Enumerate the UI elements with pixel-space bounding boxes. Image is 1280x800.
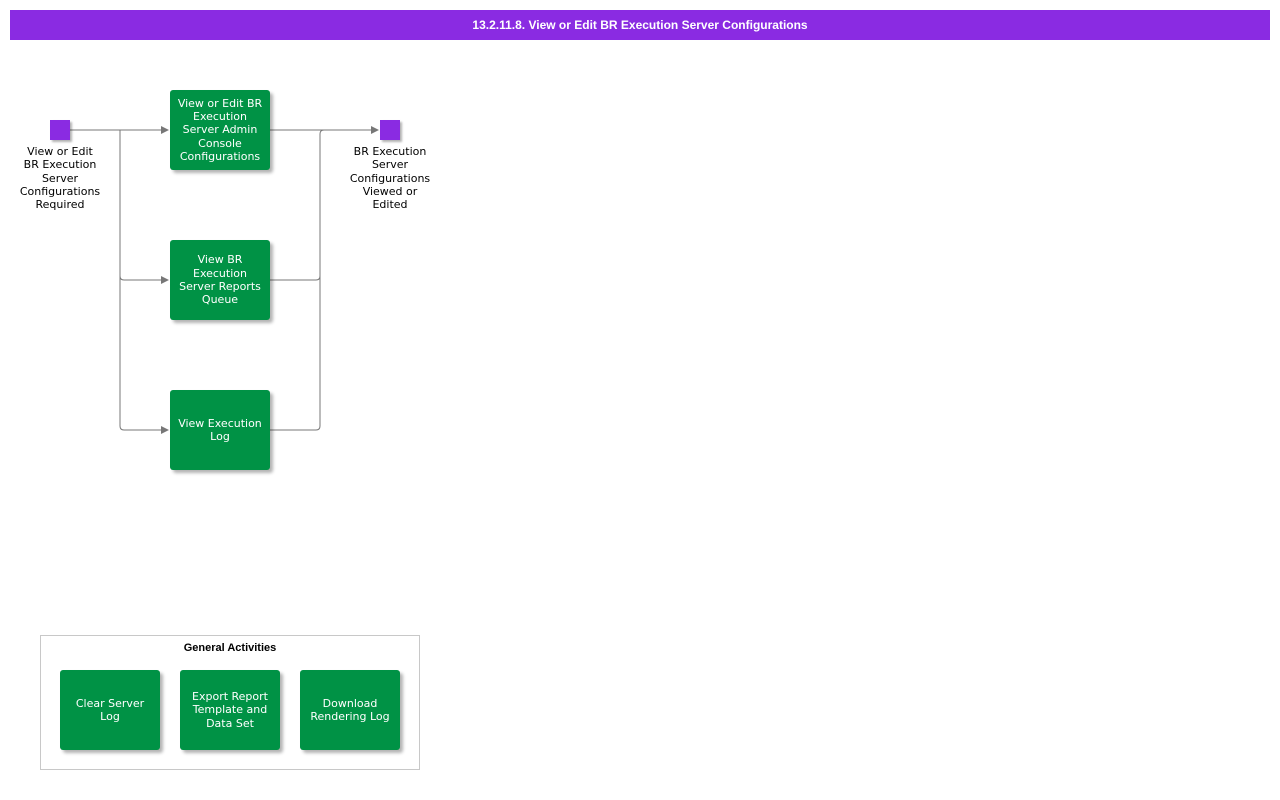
task-clear-server-log[interactable]: Clear Server Log: [60, 670, 160, 750]
task-label: View BR Execution Server Reports Queue: [179, 253, 261, 307]
task-label: Export Report Template and Data Set: [192, 690, 268, 730]
end-event-label: BR Execution Server Configurations Viewe…: [349, 145, 431, 212]
task-view-edit-admin-console[interactable]: View or Edit BR Execution Server Admin C…: [170, 90, 270, 170]
general-activities-panel: General Activities: [40, 635, 420, 770]
task-export-report-template[interactable]: Export Report Template and Data Set: [180, 670, 280, 750]
task-label: Download Rendering Log: [310, 696, 390, 723]
connector-reports-queue-to-end: [270, 129, 325, 281]
diagram-title: 13.2.11.8. View or Edit BR Execution Ser…: [10, 10, 1270, 40]
task-label: View Execution Log: [178, 416, 262, 443]
start-event-label: View or Edit BR Execution Server Configu…: [19, 145, 101, 212]
task-view-reports-queue[interactable]: View BR Execution Server Reports Queue: [170, 240, 270, 320]
start-event[interactable]: [50, 120, 70, 140]
connector-start-to-reports-queue: [119, 130, 169, 284]
task-label: Clear Server Log: [75, 696, 145, 723]
end-event[interactable]: [380, 120, 400, 140]
task-view-execution-log[interactable]: View Execution Log: [170, 390, 270, 470]
connector-execution-log-to-end: [270, 276, 321, 431]
task-download-rendering-log[interactable]: Download Rendering Log: [300, 670, 400, 750]
general-activities-title: General Activities: [183, 642, 277, 654]
task-label: View or Edit BR Execution Server Admin C…: [177, 96, 263, 163]
connector-start-to-execution-log: [119, 276, 169, 434]
